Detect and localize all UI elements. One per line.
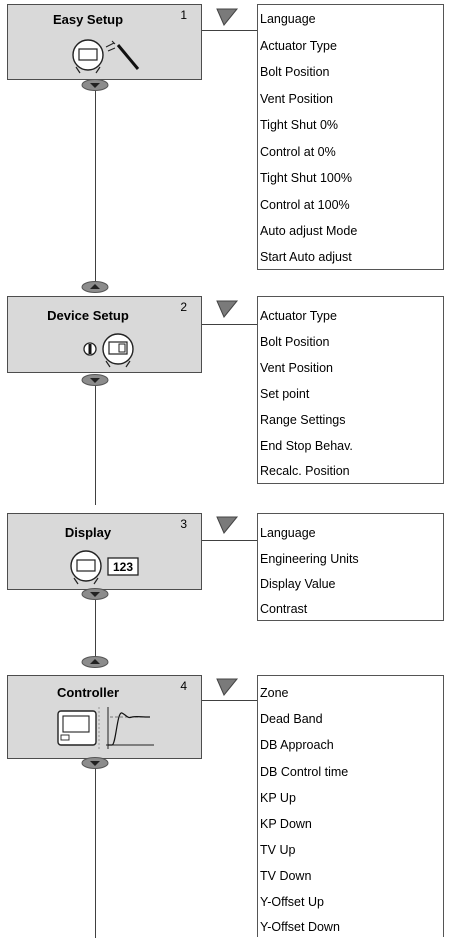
connector-line (202, 324, 257, 325)
menu-item[interactable]: Language (260, 12, 316, 26)
block-title: Device Setup (47, 308, 129, 323)
menu-item[interactable]: Actuator Type (260, 309, 337, 323)
nav-up-button[interactable] (81, 281, 109, 293)
menu-item[interactable]: Set point (260, 387, 310, 401)
display-123-icon: 123 (70, 550, 139, 585)
menu-item[interactable]: Vent Position (260, 92, 333, 106)
menu-list-display: Language Engineering Units Display Value… (257, 513, 444, 621)
nav-down-button[interactable] (81, 79, 109, 91)
nav-down-button[interactable] (81, 374, 109, 386)
block-number: 3 (180, 517, 187, 531)
menu-item[interactable]: KP Down (260, 817, 312, 831)
connector-line (95, 90, 96, 283)
menu-item[interactable]: Contrast (260, 602, 308, 616)
menu-item[interactable]: Auto adjust Mode (260, 224, 358, 238)
menu-item[interactable]: DB Control time (260, 765, 349, 779)
flag-icon (216, 300, 239, 318)
connector-line (202, 700, 257, 701)
menu-item[interactable]: Display Value (260, 577, 336, 591)
block-number: 2 (180, 300, 187, 314)
menu-item[interactable]: Recalc. Position (260, 464, 350, 478)
block-title: Controller (56, 685, 120, 700)
display-with-wand-icon (72, 39, 140, 74)
menu-item[interactable]: Control at 0% (260, 145, 336, 159)
menu-item[interactable]: Vent Position (260, 361, 333, 375)
block-controller[interactable]: Controller 4 (7, 675, 202, 759)
nav-down-button[interactable] (81, 757, 109, 769)
block-title: Display (64, 525, 112, 540)
menu-item[interactable]: Dead Band (260, 712, 323, 726)
block-device-setup[interactable]: Device Setup 2 (7, 296, 202, 373)
block-display[interactable]: Display 3 123 (7, 513, 202, 590)
menu-list-easy-setup: Language Actuator Type Bolt Position Ven… (257, 4, 444, 270)
menu-list-controller: Zone Dead Band DB Approach DB Control ti… (257, 675, 444, 937)
menu-item[interactable]: Start Auto adjust (260, 250, 352, 264)
block-title: Easy Setup (52, 12, 124, 27)
menu-item[interactable]: Y-Offset Up (260, 895, 324, 909)
connector-line (202, 540, 257, 541)
menu-item[interactable]: Control at 100% (260, 198, 350, 212)
info-display-icon (83, 333, 134, 368)
display-value-text: 123 (113, 560, 133, 574)
block-number: 4 (180, 679, 187, 693)
block-number: 1 (180, 8, 187, 22)
connector-line (95, 600, 96, 658)
menu-item[interactable]: TV Up (260, 843, 296, 857)
menu-item[interactable]: Y-Offset Down (260, 920, 340, 934)
menu-item[interactable]: End Stop Behav. (260, 439, 353, 453)
menu-item[interactable]: TV Down (260, 869, 312, 883)
block-easy-setup[interactable]: Easy Setup 1 (7, 4, 202, 80)
flag-icon (216, 516, 239, 534)
menu-item[interactable]: Zone (260, 686, 289, 700)
menu-list-device-setup: Actuator Type Bolt Position Vent Positio… (257, 296, 444, 484)
menu-item[interactable]: Tight Shut 0% (260, 118, 339, 132)
menu-item[interactable]: Bolt Position (260, 335, 330, 349)
flag-icon (216, 678, 239, 696)
menu-item[interactable]: DB Approach (260, 738, 334, 752)
nav-up-button[interactable] (81, 656, 109, 668)
connector-line (95, 383, 96, 505)
flag-icon (216, 8, 239, 26)
menu-item[interactable]: Actuator Type (260, 39, 337, 53)
menu-item[interactable]: Language (260, 526, 316, 540)
nav-down-button[interactable] (81, 588, 109, 600)
menu-item[interactable]: Engineering Units (260, 552, 359, 566)
menu-item[interactable]: Range Settings (260, 413, 346, 427)
menu-item[interactable]: KP Up (260, 791, 296, 805)
menu-item[interactable]: Tight Shut 100% (260, 171, 352, 185)
connector-line (95, 768, 96, 938)
controller-step-response-icon (57, 707, 154, 749)
connector-line (202, 30, 257, 31)
menu-item[interactable]: Bolt Position (260, 65, 330, 79)
